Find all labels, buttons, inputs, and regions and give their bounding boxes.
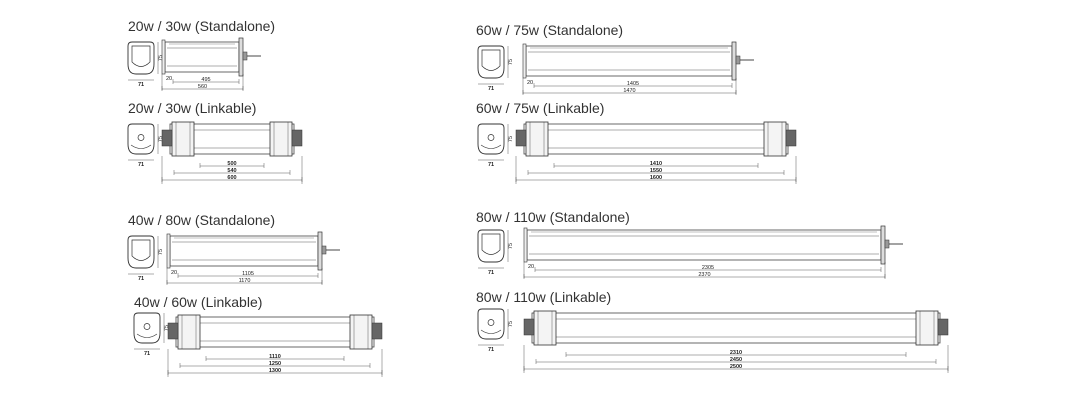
title-80w-standalone: 80w / 110w (Standalone) xyxy=(476,209,630,225)
cable-gland-icon xyxy=(487,319,495,326)
overall-dimension: 1170 xyxy=(239,278,251,284)
dimension-c: 600 xyxy=(227,175,236,181)
title-40w-standalone: 40w / 80w (Standalone) xyxy=(128,212,276,228)
cable-gland-icon xyxy=(137,134,145,141)
cable-gland-icon xyxy=(487,134,495,141)
diffuser-outline xyxy=(131,45,151,67)
end-dimension: 20 xyxy=(171,270,177,276)
height-dimension: 75 xyxy=(158,249,164,255)
dimension-b: 540 xyxy=(227,168,236,174)
title-40w-linkable: 40w / 60w (Linkable) xyxy=(134,294,263,310)
dimension-c: 1300 xyxy=(269,368,281,374)
profile-outline xyxy=(477,229,505,263)
width-dimension: 71 xyxy=(488,162,494,168)
title-80w-linkable: 80w / 110w (Linkable) xyxy=(476,289,612,305)
height-dimension: 75 xyxy=(158,55,164,61)
width-dimension: 71 xyxy=(138,82,144,88)
height-dimension: 75 xyxy=(508,321,514,327)
width-dimension: 71 xyxy=(144,351,150,357)
diffuser-outline xyxy=(481,233,501,255)
diffuser-outline xyxy=(481,49,501,71)
dimension-c: 1600 xyxy=(650,175,662,181)
dimension-a: 1410 xyxy=(650,161,662,167)
diffuser-outline xyxy=(131,239,151,261)
dimension-c: 2500 xyxy=(730,364,742,370)
height-dimension: 75 xyxy=(158,136,164,142)
width-dimension: 71 xyxy=(138,276,144,282)
dimension-a: 2310 xyxy=(730,350,742,356)
width-dimension: 71 xyxy=(138,162,144,168)
overall-dimension: 560 xyxy=(198,84,207,90)
profile-outline xyxy=(477,308,505,340)
dimension-b: 1250 xyxy=(269,361,281,367)
title-60w-linkable: 60w / 75w (Linkable) xyxy=(476,100,605,116)
inner-dimension: 1405 xyxy=(627,81,639,87)
title-20w-standalone: 20w / 30w (Standalone) xyxy=(128,18,276,34)
height-dimension: 75 xyxy=(508,243,514,249)
profile-outline xyxy=(133,312,161,344)
title-60w-standalone: 60w / 75w (Standalone) xyxy=(476,22,624,38)
profile-outline xyxy=(127,123,155,155)
inner-dimension: 495 xyxy=(201,77,210,83)
height-dimension: 75 xyxy=(508,59,514,65)
profile-outline xyxy=(127,235,155,269)
width-dimension: 71 xyxy=(488,86,494,92)
profile-outline xyxy=(477,45,505,79)
end-dimension: 20 xyxy=(528,264,534,270)
cable-gland-icon xyxy=(143,323,151,330)
height-dimension: 75 xyxy=(164,325,170,331)
dimension-a: 1110 xyxy=(269,354,281,360)
inner-dimension: 2305 xyxy=(702,265,714,271)
dimension-b: 2450 xyxy=(730,357,742,363)
dimension-b: 1550 xyxy=(650,168,662,174)
dimension-a: 500 xyxy=(227,161,236,167)
title-20w-linkable: 20w / 30w (Linkable) xyxy=(128,100,257,116)
end-dimension: 20 xyxy=(166,76,172,82)
overall-dimension: 2370 xyxy=(698,272,710,278)
profile-outline xyxy=(127,41,155,75)
inner-dimension: 1105 xyxy=(242,271,254,277)
width-dimension: 71 xyxy=(488,270,494,276)
profile-outline xyxy=(477,123,505,155)
overall-dimension: 1470 xyxy=(623,88,635,94)
width-dimension: 71 xyxy=(488,347,494,353)
height-dimension: 75 xyxy=(508,136,514,142)
end-dimension: 20 xyxy=(527,80,533,86)
